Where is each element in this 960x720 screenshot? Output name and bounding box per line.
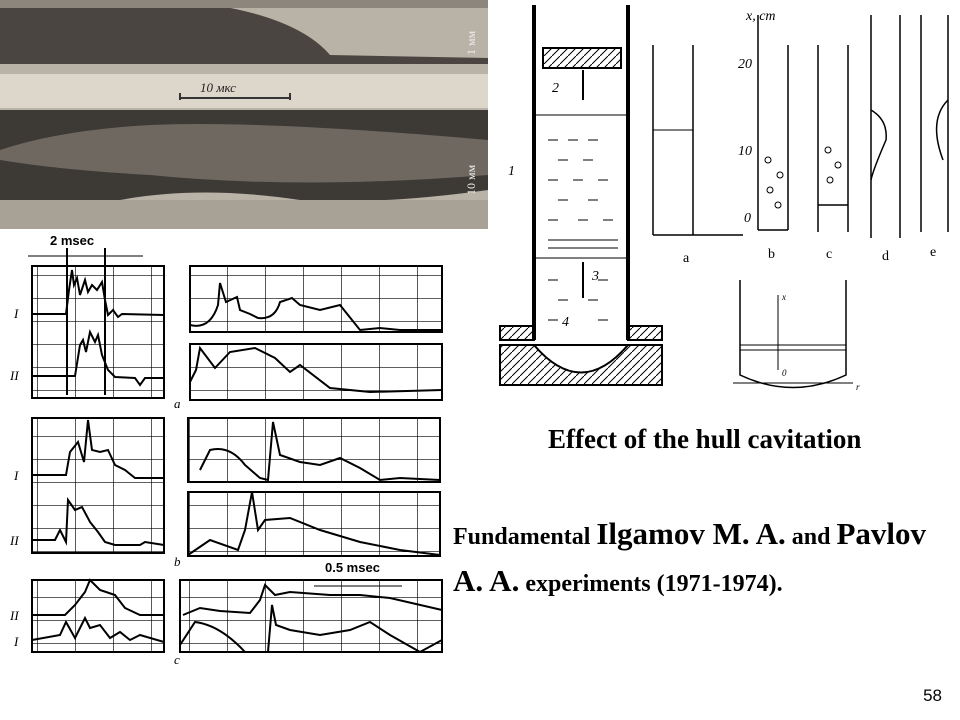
trace-label-II: II (9, 608, 19, 623)
trace-label-I: I (13, 634, 19, 649)
part-label-2: 2 (552, 81, 559, 96)
trace-label-II: II (9, 368, 19, 383)
axis-tick-20: 20 (738, 57, 752, 72)
inset-label-x: x (781, 292, 786, 302)
caption-text: experiments (1971-1974). (519, 571, 783, 597)
length-scale-label-1mm: 1 мм (464, 30, 478, 55)
group-label-c: c (174, 652, 180, 667)
part-label-1: 1 (508, 164, 515, 179)
caption-text: Fundamental (453, 524, 597, 550)
stage-label-e: e (930, 245, 936, 260)
author-name-1: Ilgamov M. A. (596, 516, 786, 551)
axis-tick-10: 10 (738, 144, 752, 159)
caption-effect: Effect of the hull cavitation (548, 424, 862, 454)
stage-label-d: d (882, 249, 889, 264)
trace-label-I: I (13, 306, 19, 321)
axis-label-x: x, cm (745, 9, 776, 24)
time-scale-0.5msec: 0.5 msec (325, 560, 380, 575)
axis-tick-0: 0 (744, 211, 751, 226)
caption-text: and (785, 524, 837, 550)
trace-label-II: II (9, 533, 19, 548)
page-number: 58 (923, 686, 942, 705)
caption-authors: Fundamental Ilgamov M. A. and Pavlov A. … (453, 512, 943, 606)
group-label-a: a (174, 396, 181, 411)
cavitation-photo: 10 мкс 1 мм 10 мм (0, 0, 488, 229)
part-label-3: 3 (591, 269, 599, 284)
length-scale-label-10mm: 10 мм (464, 164, 478, 195)
time-scale-label: 10 мкс (200, 80, 236, 95)
stage-label-b: b (768, 247, 775, 262)
group-label-b: b (174, 554, 181, 569)
author-name-2: Pavlov A. A. (453, 516, 927, 598)
stage-label-a: a (683, 251, 690, 266)
oscillograms: 2 msec 0.5 msec I II a I II b II I c (9, 233, 443, 667)
tube-diagram: 1 2 3 4 x, cm 20 10 0 a b c d e x 0 r (499, 5, 949, 392)
inset-label-r: r (856, 382, 860, 392)
part-label-4: 4 (562, 315, 569, 330)
time-scale-2msec: 2 msec (50, 233, 94, 248)
stage-label-c: c (826, 247, 832, 262)
inset-label-0: 0 (782, 368, 787, 378)
trace-label-I: I (13, 468, 19, 483)
